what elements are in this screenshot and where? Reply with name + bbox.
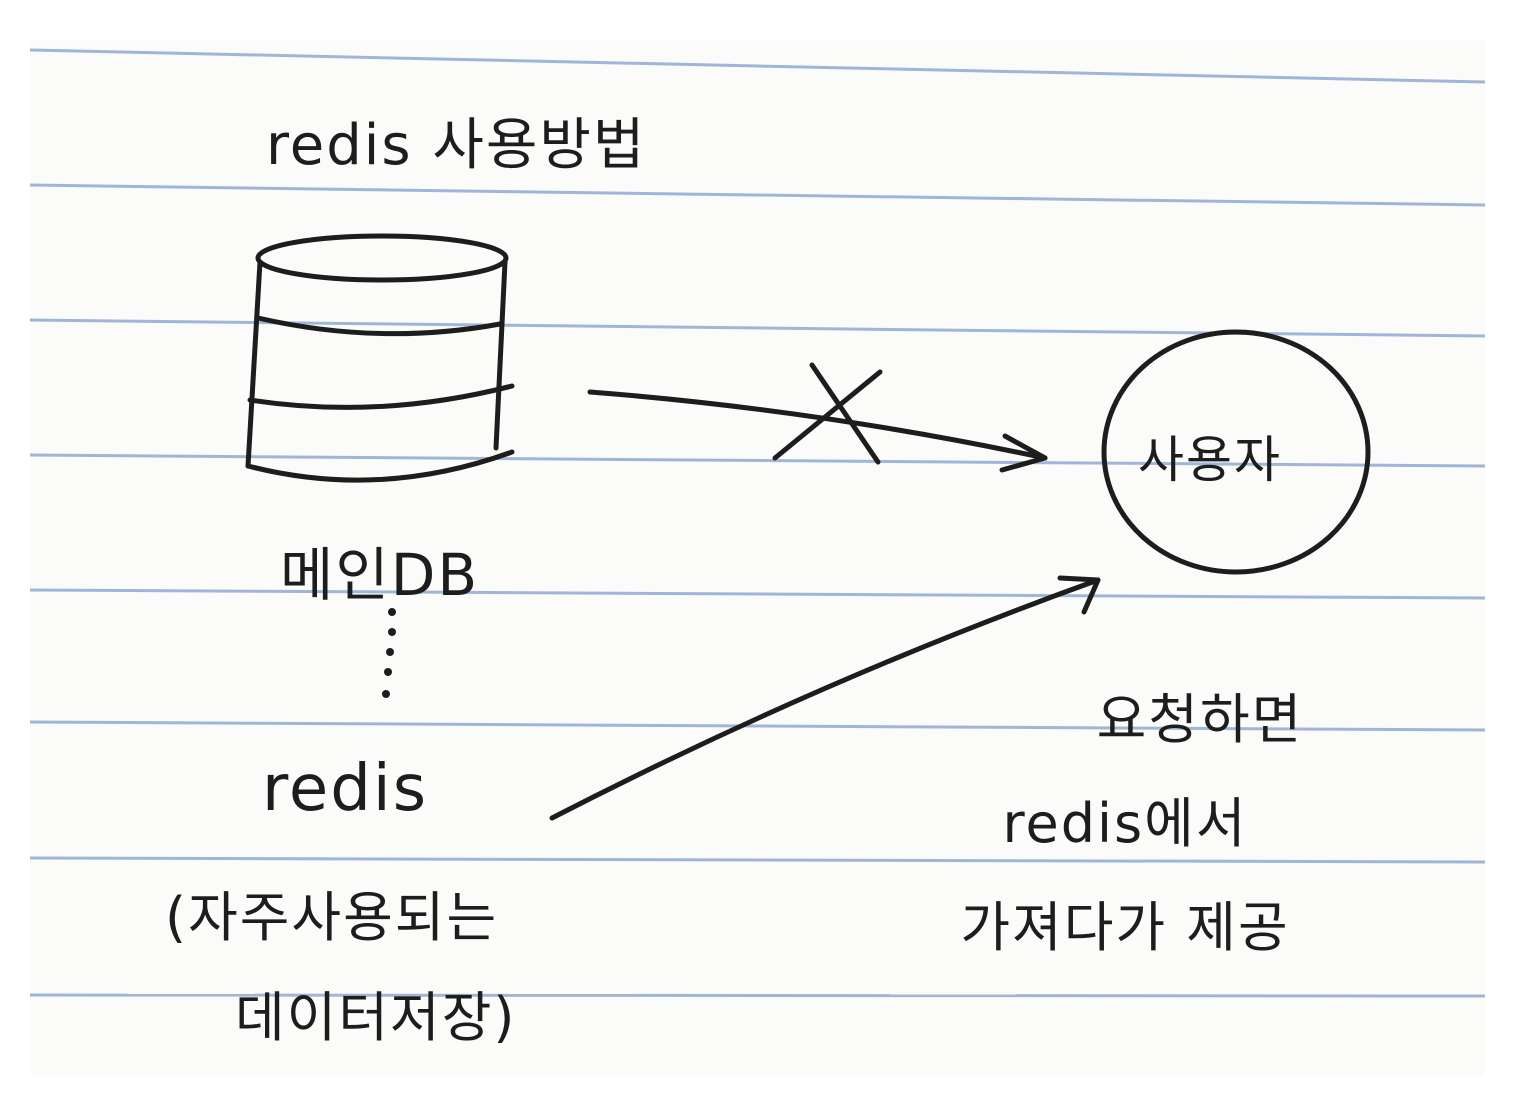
user-label: 사용자 bbox=[1138, 431, 1282, 489]
user-circle bbox=[1101, 329, 1371, 575]
cross-out-icon bbox=[772, 362, 883, 465]
ruled-line bbox=[29, 48, 1486, 84]
ruled-line bbox=[29, 993, 1486, 998]
ruled-line bbox=[29, 588, 1486, 600]
annotation-line: 요청하면 bbox=[1096, 688, 1304, 751]
annotation-line: 가져다가 제공 bbox=[960, 896, 1290, 959]
arrow-redis-to-user bbox=[549, 575, 1101, 821]
main-db-label: 메인DB bbox=[280, 541, 480, 609]
page-title: redis 사용방법 bbox=[266, 113, 647, 178]
database-cylinder-icon bbox=[245, 233, 515, 483]
paper-background bbox=[30, 40, 1485, 1075]
redis-note-line: 데이터저장) bbox=[235, 986, 517, 1049]
ruled-line bbox=[29, 453, 1486, 468]
annotation-line: redis에서 bbox=[1002, 792, 1248, 855]
redis-label: redis bbox=[262, 752, 429, 826]
annotation-text: 요청하면 redis에서 가져다가 제공 bbox=[905, 668, 1345, 980]
arrow-db-to-user bbox=[587, 389, 1048, 473]
dotted-connector bbox=[382, 608, 396, 698]
ruled-line bbox=[29, 720, 1486, 732]
redis-note-line: (자주사용되는 bbox=[165, 886, 499, 949]
ruled-line bbox=[29, 856, 1486, 864]
redis-note: (자주사용되는 데이터저장) bbox=[165, 868, 516, 1068]
ruled-line bbox=[29, 183, 1486, 207]
